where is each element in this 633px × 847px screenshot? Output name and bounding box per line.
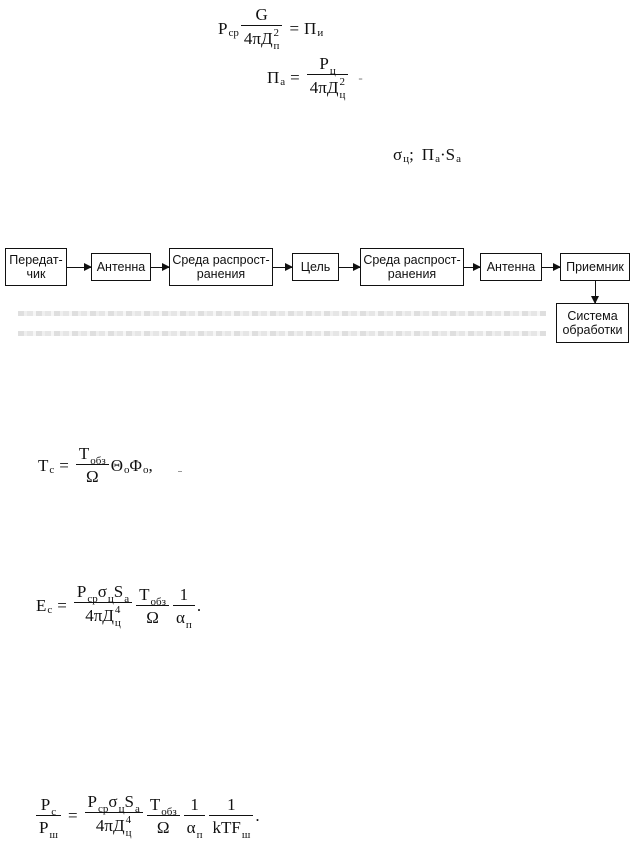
block-medium-1: Среда распрост- ранения (169, 248, 273, 286)
faint-background-line (18, 331, 546, 336)
fraction: Pс Pш (36, 796, 61, 840)
block-target: Цель (292, 253, 339, 281)
arrow-down (591, 281, 599, 304)
arrow (273, 263, 293, 271)
block-medium-2: Среда распрост- ранения (360, 248, 464, 286)
arrow (67, 263, 92, 271)
fraction: Tобз Ω (75, 445, 109, 485)
fraction: 1 αп (173, 586, 195, 630)
faint-background-line (18, 311, 546, 316)
block-processing: Система обработки (556, 303, 629, 343)
block-antenna-tx: Антенна (91, 253, 151, 281)
fraction: Tобз Ω (146, 796, 180, 836)
fraction: 1 kTFш (209, 796, 254, 840)
arrow (151, 263, 170, 271)
block-receiver: Приемник (560, 253, 630, 281)
fraction: Tобз Ω (136, 586, 169, 626)
arrow (542, 263, 561, 271)
block-transmitter: Передат- чик (5, 248, 67, 286)
arrow (464, 263, 481, 271)
stray-mark (178, 471, 182, 472)
block-antenna-rx: Антенна (480, 253, 542, 281)
fraction: 1 αп (183, 796, 206, 840)
arrow (339, 263, 361, 271)
